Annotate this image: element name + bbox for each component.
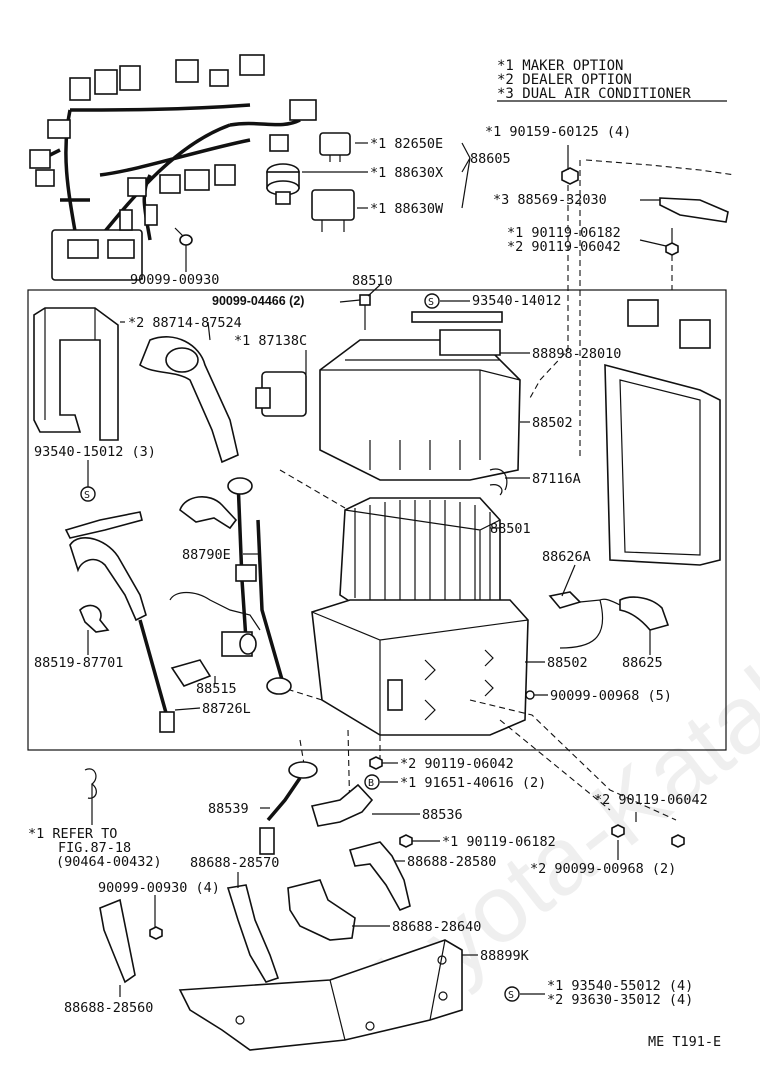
label-93540-55012: *1 93540-55012 (4) [547, 978, 693, 994]
symbol-s-bottom [504, 986, 520, 1002]
label-88625: 88625 [622, 655, 663, 671]
label-88630W: *1 88630W [370, 201, 444, 217]
label-88688-28640: 88688-28640 [392, 919, 481, 935]
label-88714-87524: *2 88714-87524 [128, 315, 242, 331]
label-88626A: 88626A [542, 549, 591, 565]
bracket-88536 [310, 783, 374, 827]
label-90099-00968-a: 90099-00968 (5) [550, 688, 672, 704]
bracket-88688-28640 [287, 879, 356, 941]
bolt-90099-00930-b [149, 926, 163, 940]
symbol-s-93540-14012 [424, 293, 440, 309]
wire-harness-88605 [29, 54, 317, 281]
refer-line-2: FIG.87-18 [58, 840, 131, 856]
bracket-88688-28580 [348, 841, 411, 912]
label-88899K: 88899K [480, 948, 530, 964]
label-88688-28580: 88688-28580 [407, 854, 496, 870]
pipe-88790E [179, 477, 292, 695]
filter-panel-right [604, 299, 721, 566]
sensor-88515 [169, 591, 261, 687]
label-90119-06182-top: *1 90119-06182 [507, 225, 621, 241]
label-82650E: *1 82650E [370, 136, 443, 152]
label-90099-00930-b: 90099-00930 (4) [98, 880, 220, 896]
label-88605: 88605 [470, 151, 511, 167]
label-90119-06182-b: *1 90119-06182 [442, 834, 556, 850]
label-93540-14012: 93540-14012 [472, 293, 561, 309]
part-labels: *1 82650E 88605 *1 88630X *1 88630W *1 9… [28, 124, 721, 1050]
label-88510: 88510 [352, 273, 393, 289]
label-88726L: 88726L [202, 701, 251, 717]
relay-87138C [255, 371, 307, 417]
label-90119-06042-c: *2 90119-06042 [594, 792, 708, 808]
label-88536: 88536 [422, 807, 463, 823]
label-88688-28560: 88688-28560 [64, 1000, 153, 1016]
upper-case-88502 [319, 311, 521, 481]
label-88630X: *1 88630X [370, 165, 443, 181]
label-90159-60125: *1 90159-60125 (4) [485, 124, 631, 140]
drain-clip-refer [84, 768, 97, 808]
lower-case-88502 [311, 599, 529, 736]
bracket-88688-28570 [226, 884, 280, 983]
pressure-switch-88630X [266, 163, 300, 205]
symbol-s-text-3: S [508, 990, 514, 1001]
label-88502-upper: 88502 [532, 415, 573, 431]
evaporator-88501 [339, 497, 501, 609]
label-91651-40616: *1 91651-40616 (2) [400, 775, 546, 791]
legend-maker-option: *1 MAKER OPTION [497, 58, 623, 74]
refer-line-1: *1 REFER TO [28, 826, 117, 842]
bracket-88569-32030 [659, 197, 729, 223]
pipe-88726L [69, 536, 175, 733]
refer-line-3: (90464-00432) [56, 854, 162, 870]
leader-lines [87, 142, 667, 997]
screw-90119-06042-b [369, 756, 383, 770]
label-88539: 88539 [208, 801, 249, 817]
legend: *1 MAKER OPTION *2 DEALER OPTION *3 DUAL… [497, 58, 727, 102]
label-93540-15012: 93540-15012 (3) [34, 444, 156, 460]
screw-90119-06042-c [671, 834, 685, 848]
bolt-b-symbol [364, 774, 380, 790]
symbol-s-text-2: S [84, 490, 90, 501]
bracket-88899K [178, 939, 463, 1051]
screw-90099-00968-a [525, 690, 535, 700]
symbol-s-text-1: S [428, 297, 434, 308]
label-88898-28010: 88898-28010 [532, 346, 621, 362]
heater-core-left [33, 307, 119, 441]
label-90099-00930: 90099-00930 [130, 272, 219, 288]
bolt-90159-60125 [561, 145, 579, 185]
legend-dual-ac: *3 DUAL AIR CONDITIONER [497, 86, 691, 102]
label-88515: 88515 [196, 681, 237, 697]
label-90099-00968-b: *2 90099-00968 (2) [530, 861, 676, 877]
label-90119-06042-top: *2 90119-06042 [507, 239, 621, 255]
clip-87116A [489, 468, 508, 496]
clamp-93540-15012 [64, 511, 143, 539]
symbol-s-93540-15012 [80, 486, 96, 502]
label-88569-32030: *3 88569-32030 [493, 192, 607, 208]
label-90099-04466: 90099-04466 (2) [212, 294, 304, 308]
screw-90119-06182-b [399, 834, 440, 848]
bolt-90119-06182-top [665, 228, 679, 256]
screw-90099-00968-b [611, 824, 625, 838]
relay-82650E [319, 132, 351, 162]
label-88790E: 88790E [182, 547, 231, 563]
label-88519-87701: 88519-87701 [34, 655, 123, 671]
clamp-88519 [79, 604, 110, 633]
symbol-b-text: B [368, 778, 374, 789]
label-93630-35012: *2 93630-35012 (4) [547, 992, 693, 1008]
main-assembly-frame [27, 289, 727, 751]
hose-88539 [259, 761, 318, 855]
label-87116A: 87116A [532, 471, 581, 487]
screw-88510 [359, 294, 371, 330]
bracket-88688-28560 [99, 898, 136, 984]
label-87138C: *1 87138C [234, 333, 307, 349]
hose-88714 [139, 336, 239, 464]
label-88502-lower: 88502 [547, 655, 588, 671]
thermistor-88625 [548, 591, 670, 649]
label-88501: 88501 [490, 521, 531, 537]
bolt-90099-00930 [174, 227, 193, 262]
figure-id: ME T191-E [648, 1034, 721, 1050]
label-90119-06042-b: *2 90119-06042 [400, 756, 514, 772]
label-88688-28570: 88688-28570 [190, 855, 279, 871]
legend-dealer-option: *2 DEALER OPTION [497, 72, 632, 88]
relay-88630W [311, 189, 355, 232]
